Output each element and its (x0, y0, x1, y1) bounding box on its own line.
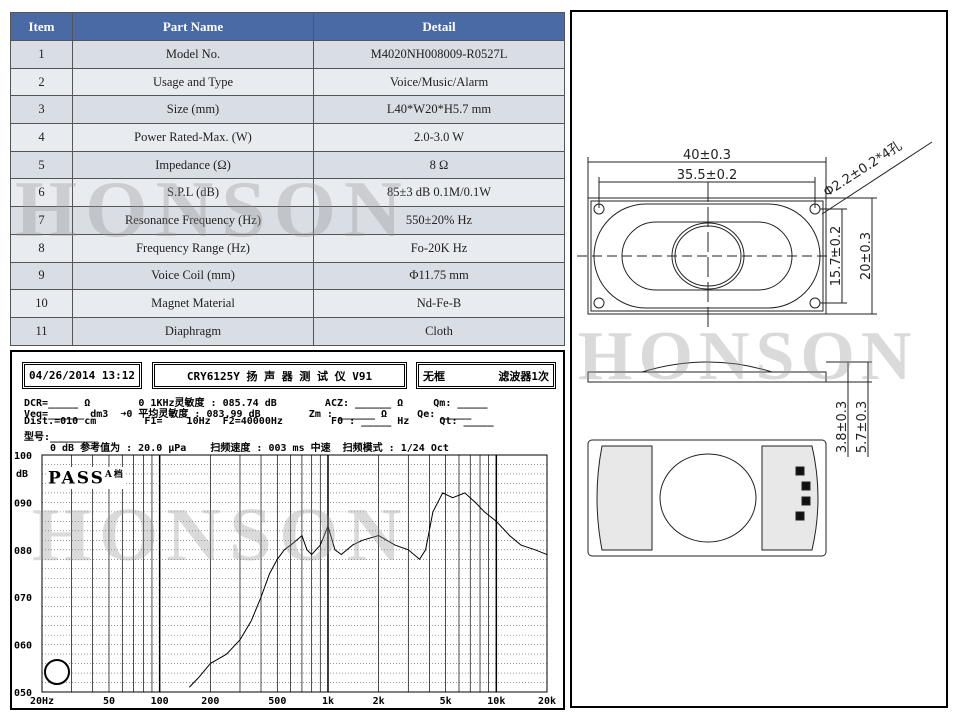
frequency-response-panel: 04/26/2014 13:12 CRY6125Y 扬 声 器 测 试 仪 V9… (10, 350, 565, 710)
dim-h1: 3.8±0.3 (835, 401, 850, 453)
y-tick-label: 070 (14, 593, 32, 604)
x-tick-label: 10k (487, 696, 505, 707)
x-tick-label: 500 (268, 696, 286, 707)
detail: Fo-20K Hz (313, 233, 565, 263)
mode-right: 滤波器1次 (498, 369, 549, 383)
part-name: Power Rated-Max. (W) (72, 123, 314, 152)
detail: L40*W20*H5.7 mm (313, 95, 565, 125)
reference-line: 0 dB 参考值为 : 20.0 μPa 扫频速度 : 003 ms 中速 扫频… (50, 443, 449, 454)
detail: Voice/Music/Alarm (313, 67, 565, 97)
header-detail: Detail (313, 12, 565, 41)
part-name: Resonance Frequency (Hz) (72, 206, 314, 235)
pass-grade: A档 (104, 470, 125, 480)
item-number: 7 (10, 206, 73, 235)
detail: 2.0-3.0 W (313, 123, 565, 152)
detail: 8 Ω (313, 150, 565, 180)
dim-h2: 5.7±0.3 (855, 401, 870, 453)
param-line-1: DCR=_____ Ω 0 1KHz灵敏度 : 085.74 dB ACZ: _… (24, 398, 488, 409)
part-name: Voice Coil (mm) (72, 261, 314, 291)
x-tick-label: 2k (373, 696, 385, 707)
item-number: 8 (10, 233, 73, 263)
detail: 85±3 dB 0.1M/0.1W (313, 178, 565, 208)
dim-inner-width: 15.7±0.2 (829, 226, 844, 287)
dimension-drawing: 40±0.3 35.5±0.2 Φ2.2±0.2*4孔 15.7±0.2 20±… (570, 10, 948, 708)
item-number: 10 (10, 289, 73, 318)
dim-length: 40±0.3 (683, 148, 731, 163)
x-tick-label: 100 (151, 696, 169, 707)
y-tick-label: 090 (14, 498, 32, 509)
dim-hole: Φ2.2±0.2*4孔 (821, 139, 905, 201)
detail: M4020NH008009-R0527L (313, 40, 565, 69)
y-tick-label: 100 (14, 451, 32, 462)
detail: Φ11.75 mm (313, 261, 565, 291)
part-name: Diaphragm (72, 316, 314, 346)
dim-hole-span: 35.5±0.2 (677, 168, 738, 183)
plot-frame (41, 454, 548, 693)
item-number: 9 (10, 261, 73, 291)
part-name: Usage and Type (72, 67, 314, 97)
header-item: Item (10, 12, 73, 41)
y-tick-label: 080 (14, 546, 32, 557)
part-name: Frequency Range (Hz) (72, 233, 314, 263)
tester-mode: 无框 滤波器1次 (416, 362, 556, 389)
test-datetime: 04/26/2014 13:12 (22, 362, 142, 389)
detail: Cloth (313, 316, 565, 346)
item-number: 11 (10, 316, 73, 346)
detail: 550±20% Hz (313, 206, 565, 235)
x-tick-label: 20Hz (30, 696, 54, 707)
model-line: 型号:________ (24, 432, 99, 443)
item-number: 2 (10, 67, 73, 97)
bottom-view (587, 439, 827, 557)
part-name: Model No. (72, 40, 314, 69)
y-tick-label: 060 (14, 641, 32, 652)
x-tick-label: 1k (322, 696, 334, 707)
param-line-2: Veq=______ dm3 ➜0 平均灵敏度 : 083.99 dB Zm :… (24, 409, 472, 420)
item-number: 5 (10, 150, 73, 180)
item-number: 4 (10, 123, 73, 152)
top-view (577, 141, 933, 332)
x-tick-label: 20k (538, 696, 556, 707)
param-line-3: Dist.=010 cm F1= 10Hz F2=40000Hz F0 : __… (24, 416, 494, 427)
mode-left: 无框 (423, 369, 445, 383)
spec-header-row: Item Part Name Detail (10, 12, 565, 41)
side-view (587, 361, 872, 457)
y-tick-label: 050 (14, 688, 32, 699)
part-name: Magnet Material (72, 289, 314, 318)
tester-title: CRY6125Y 扬 声 器 测 试 仪 V91 (152, 362, 407, 389)
x-tick-label: 5k (440, 696, 452, 707)
pass-label: PASSA档 (48, 467, 125, 489)
item-number: 3 (10, 95, 73, 125)
pass-text: PASS (48, 468, 105, 489)
db-unit: dB (16, 469, 29, 480)
detail: Nd-Fe-B (313, 289, 565, 318)
dim-width: 20±0.3 (859, 232, 874, 280)
header-part-name: Part Name (72, 12, 314, 41)
part-name: Size (mm) (72, 95, 314, 125)
part-name: Impedance (Ω) (72, 150, 314, 180)
cry-logo-icon (44, 659, 70, 685)
x-tick-label: 50 (103, 696, 115, 707)
part-name: S.P.L (dB) (72, 178, 314, 208)
item-number: 6 (10, 178, 73, 208)
x-tick-label: 200 (201, 696, 219, 707)
spl-curve (188, 492, 548, 688)
item-number: 1 (10, 40, 73, 69)
